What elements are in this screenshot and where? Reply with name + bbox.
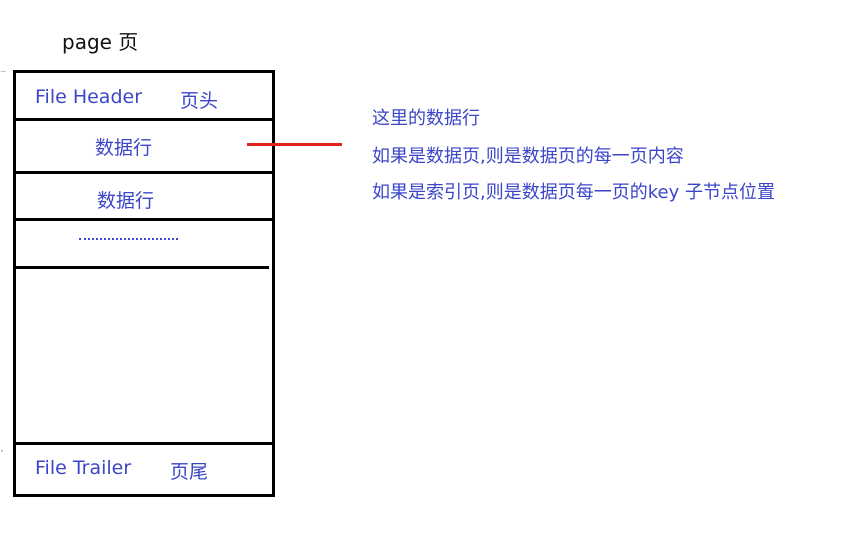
note-line-3: 如果是索引页,则是数据页每一页的key 子节点位置	[372, 182, 775, 203]
file-header-cn-label: 页头	[180, 90, 219, 112]
ellipsis-row	[79, 238, 178, 240]
data-row-label-2: 数据行	[97, 190, 155, 212]
edge-mark-bottom: ·	[0, 444, 4, 458]
edge-mark-top: ⁻	[0, 66, 7, 80]
divider-after-row-2	[13, 218, 273, 221]
page-structure-box	[13, 70, 275, 497]
note-line-2: 如果是数据页,则是数据页的每一页内容	[372, 146, 684, 167]
data-row-label-1: 数据行	[95, 137, 153, 159]
diagram-title: page 页	[62, 30, 139, 54]
file-trailer-cn-label: 页尾	[170, 461, 209, 483]
divider-after-ellipsis	[13, 266, 269, 269]
file-header-label: File Header	[35, 86, 143, 108]
divider-after-header	[13, 118, 273, 121]
divider-after-row-1	[13, 171, 273, 174]
file-trailer-label: File Trailer	[35, 457, 132, 479]
note-line-1: 这里的数据行	[372, 108, 480, 129]
divider-before-trailer	[13, 442, 273, 445]
connector-line	[247, 143, 342, 146]
